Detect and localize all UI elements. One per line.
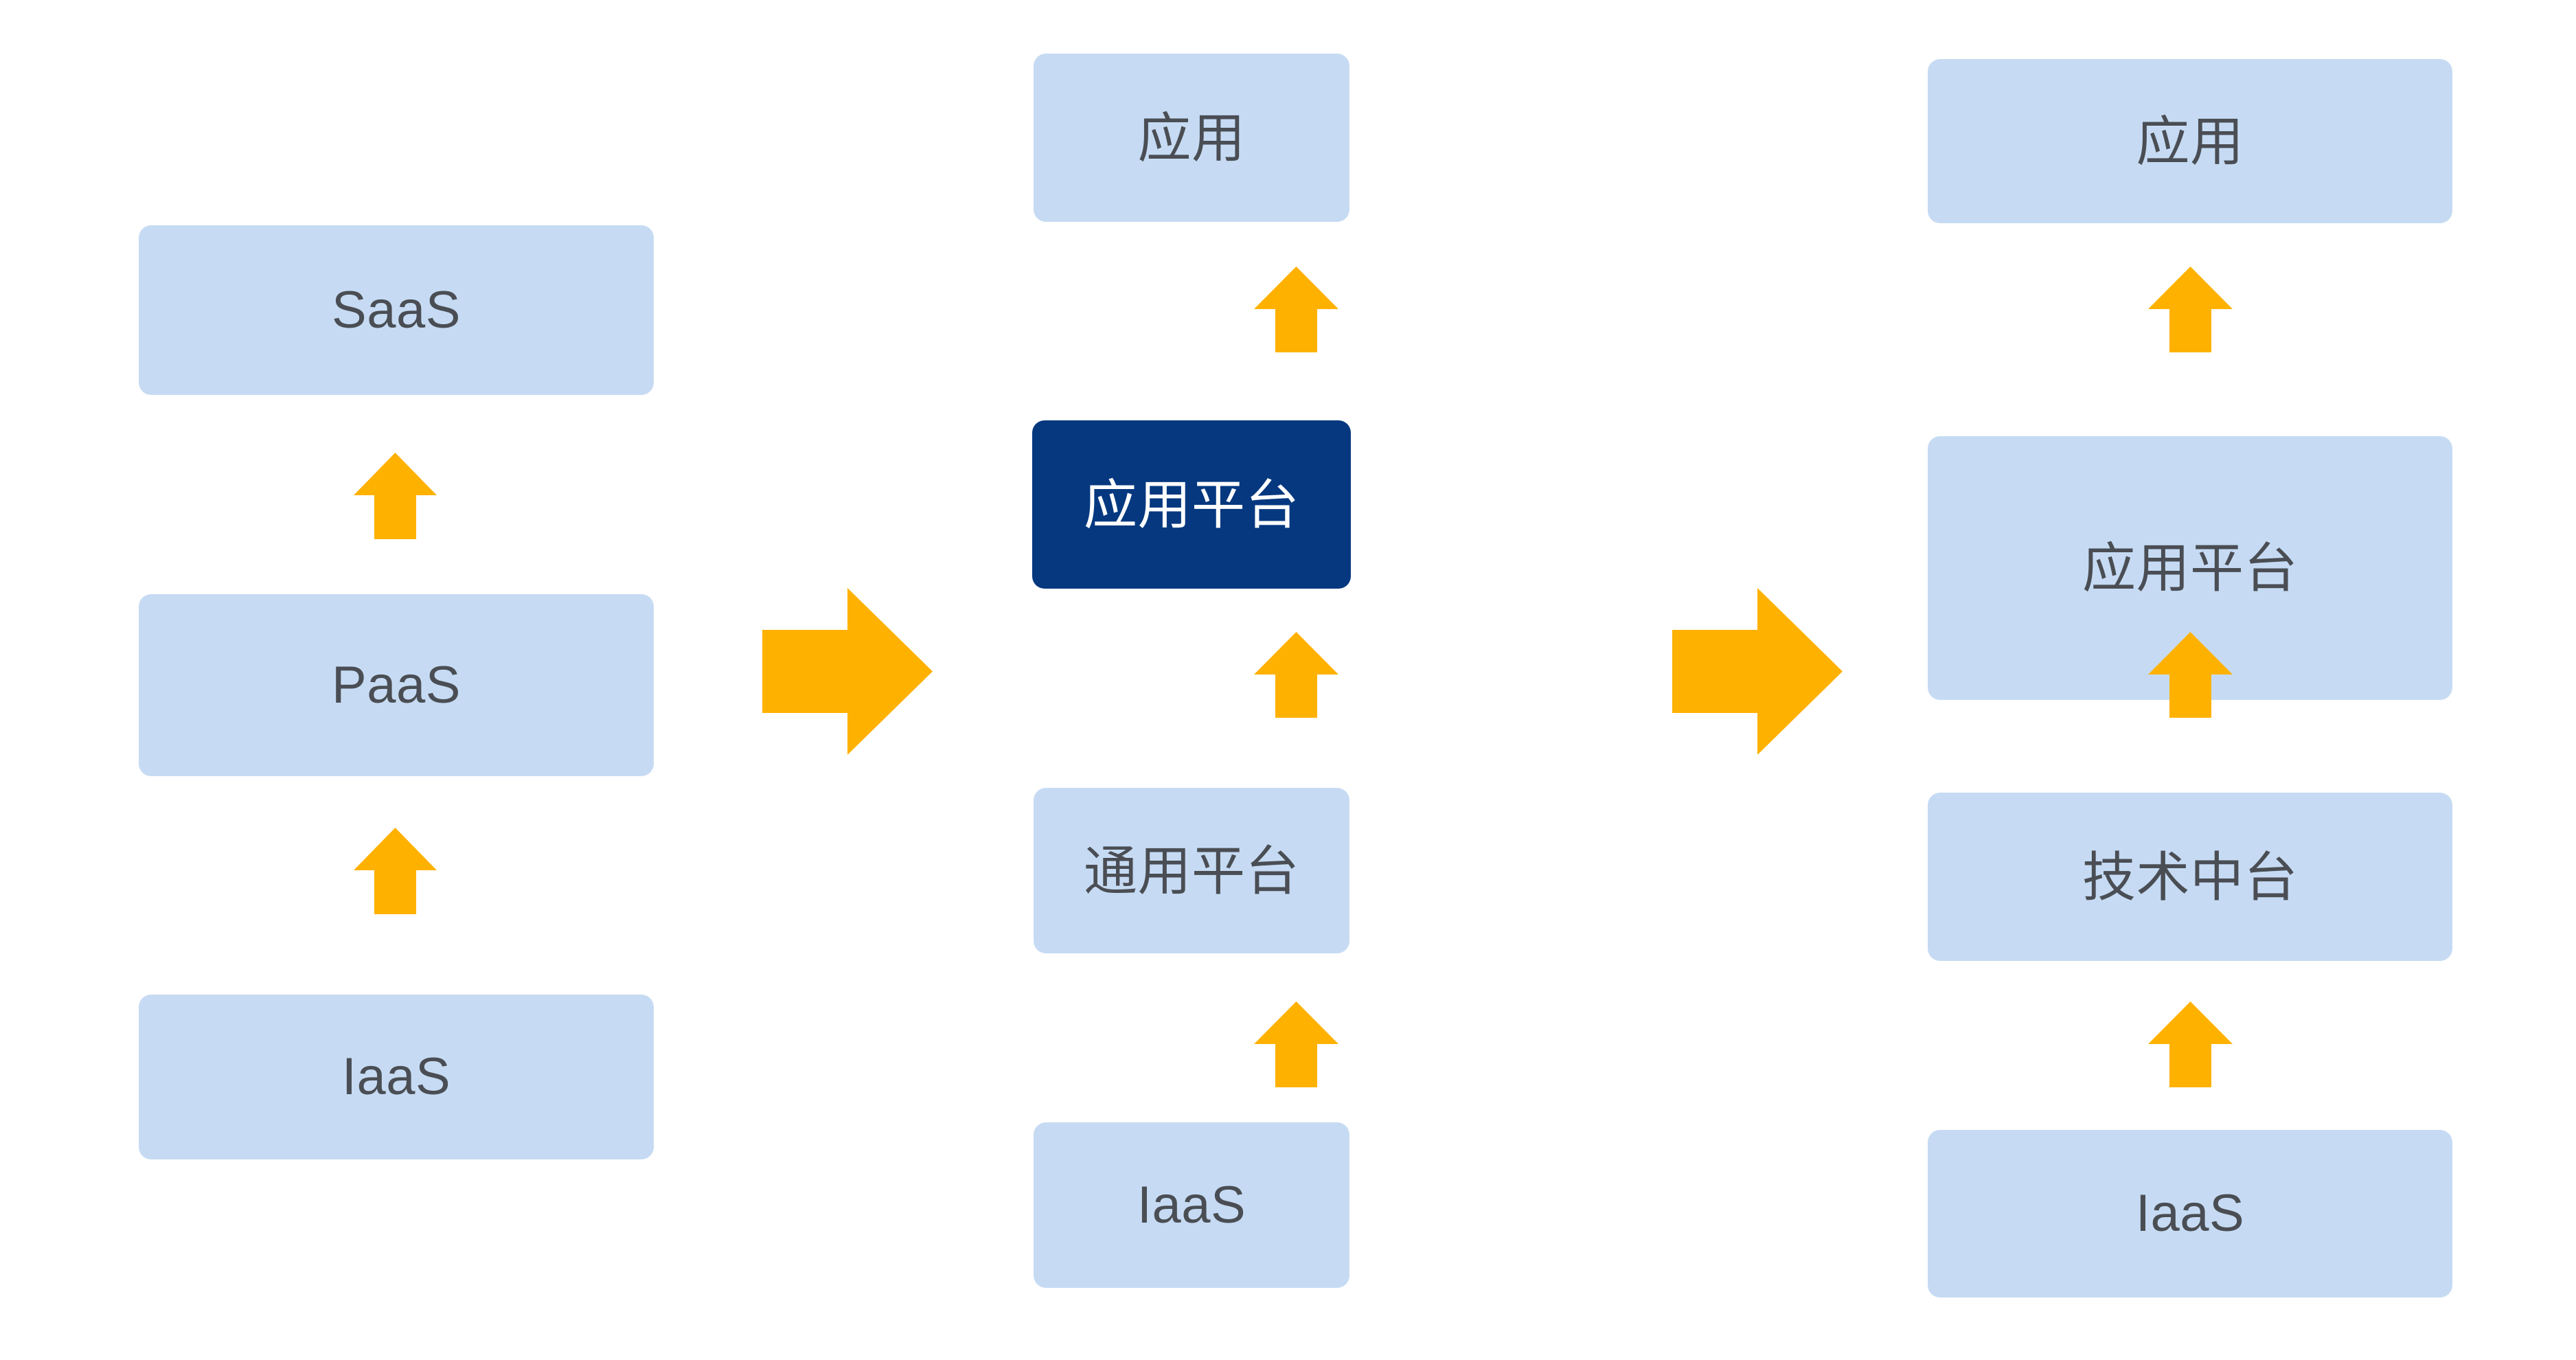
node-label-iaas-right: IaaS xyxy=(2135,1184,2245,1243)
node-general-platform[interactable]: 通用平台 xyxy=(1034,788,1349,953)
node-app-middle[interactable]: 应用 xyxy=(1034,54,1349,222)
node-saas[interactable]: SaaS xyxy=(139,225,654,395)
arrow-right-transition-1 xyxy=(762,588,933,755)
arrow-up-appplatform-to-app-middle xyxy=(1254,267,1338,352)
arrow-up-paas-to-saas-left xyxy=(354,828,437,914)
arrow-up-iaas-to-paas-left xyxy=(354,453,437,539)
node-label-iaas-left: IaaS xyxy=(341,1047,451,1106)
arrow-up-generalplatform-to-appplatform-middle xyxy=(1254,632,1338,718)
node-app-right[interactable]: 应用 xyxy=(1928,59,2452,223)
arrow-up-iaas-to-generalplatform-middle xyxy=(1254,1001,1338,1087)
arrow-up-techplatform-to-appplatform-right xyxy=(2148,632,2233,718)
node-app-platform-middle[interactable]: 应用平台 xyxy=(1032,420,1351,589)
arrow-up-iaas-to-techplatform-right xyxy=(2148,1001,2233,1087)
arrow-up-appplatform-to-app-right xyxy=(2148,267,2233,352)
node-label-tech-middle-platform: 技术中台 xyxy=(2082,846,2298,907)
node-label-app-platform-middle: 应用平台 xyxy=(1083,474,1299,535)
node-label-app-middle: 应用 xyxy=(1137,107,1246,168)
node-label-app-platform-right: 应用平台 xyxy=(2082,538,2298,598)
node-paas[interactable]: PaaS xyxy=(139,594,654,776)
node-label-general-platform: 通用平台 xyxy=(1083,840,1299,901)
node-iaas-left[interactable]: IaaS xyxy=(139,995,654,1159)
node-label-iaas-middle: IaaS xyxy=(1137,1175,1246,1234)
node-tech-middle-platform[interactable]: 技术中台 xyxy=(1928,793,2452,961)
arrow-right-transition-2 xyxy=(1672,588,1843,755)
node-label-paas: PaaS xyxy=(332,655,461,714)
node-iaas-right[interactable]: IaaS xyxy=(1928,1130,2452,1297)
node-iaas-middle[interactable]: IaaS xyxy=(1034,1122,1349,1288)
node-label-app-right: 应用 xyxy=(2136,111,2244,172)
node-label-saas: SaaS xyxy=(332,280,461,339)
